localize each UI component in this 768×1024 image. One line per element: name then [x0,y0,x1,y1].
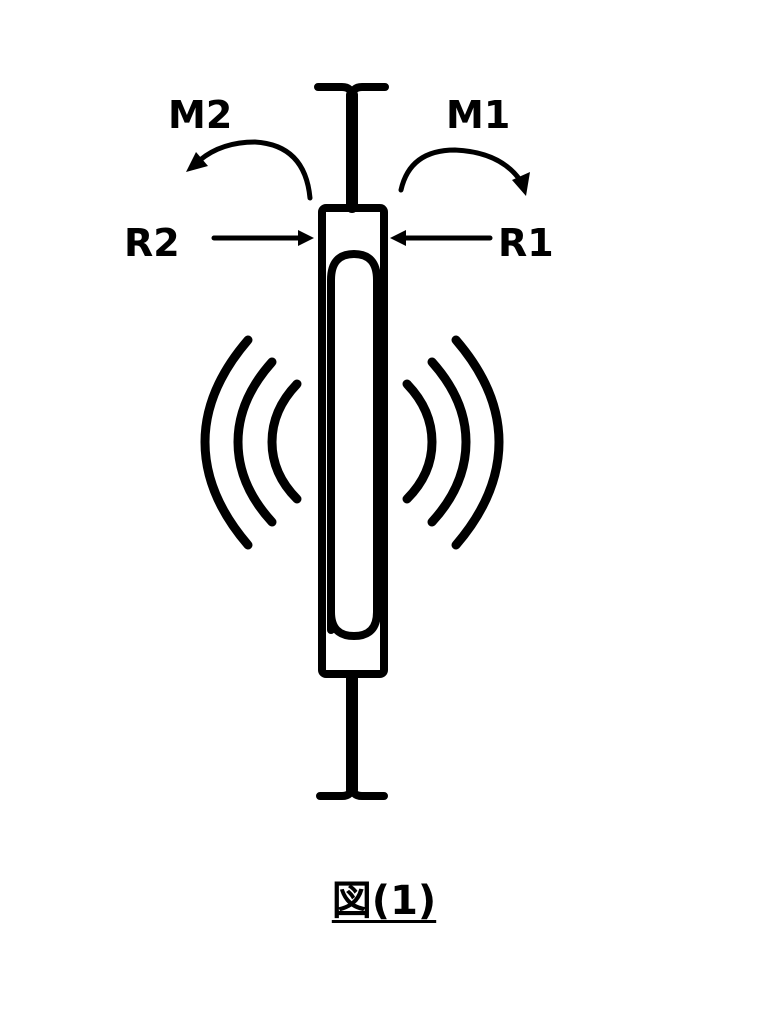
arrowhead-m2 [186,152,208,172]
arrowhead-m1 [512,172,530,196]
figure-caption-wrapper: 図(1) [0,868,768,926]
label-m1: M1 [446,93,510,137]
arrowhead-r1 [390,230,406,246]
arrow-m1 [398,147,523,193]
arrowhead-r2 [298,230,314,246]
inner-slot [327,250,381,640]
label-r1: R1 [498,221,554,265]
figure-caption: 図(1) [331,878,437,924]
bottom-flange [316,782,388,800]
arrow-m2 [197,139,313,201]
label-m2: M2 [168,93,232,137]
label-r2: R2 [124,221,180,265]
vibration-waves-right [402,335,504,550]
vibration-waves-left [200,335,302,550]
